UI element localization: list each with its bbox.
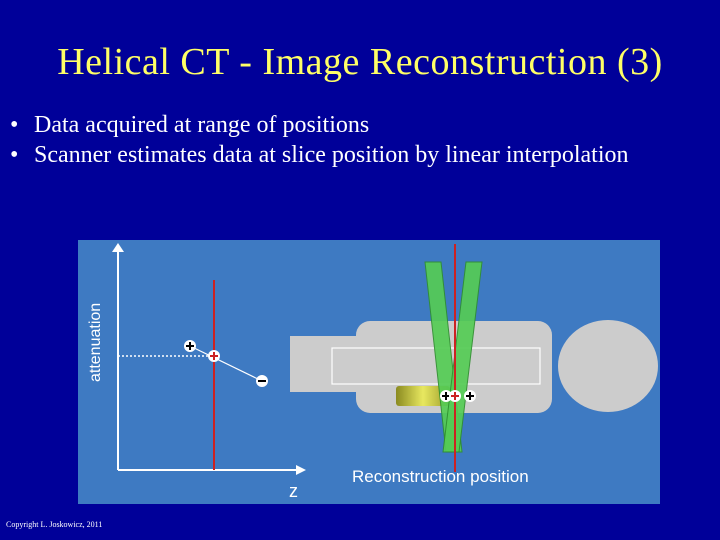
x-axis-arrow-icon	[296, 465, 306, 475]
bullet-item: • Data acquired at range of positions	[10, 110, 700, 140]
y-axis-arrow-icon	[112, 243, 124, 252]
sample-point-right	[464, 390, 476, 402]
bullet-marker: •	[10, 112, 19, 138]
slide-title: Helical CT - Image Reconstruction (3)	[57, 41, 663, 83]
bullet-list: • Data acquired at range of positions • …	[10, 110, 700, 170]
bullet-marker: •	[10, 142, 19, 168]
bullet-text: Data acquired at range of positions	[34, 112, 370, 138]
measured-point	[184, 340, 196, 352]
copyright-text: Copyright L. Joskowicz, 2011	[6, 520, 103, 529]
bullet-item: • Scanner estimates data at slice positi…	[10, 140, 700, 170]
reconstruction-figure: attenuation z Reconstruction position	[78, 240, 660, 504]
sample-point-left	[440, 390, 452, 402]
figure-canvas: attenuation z Reconstruction position	[87, 243, 658, 501]
interpolation-line	[189, 345, 263, 382]
beam-right	[442, 261, 483, 453]
reconstruction-position-label: Reconstruction position	[352, 467, 529, 486]
y-axis-label: attenuation	[87, 303, 104, 382]
sample-point-center	[449, 390, 461, 402]
bullet-text: Scanner estimates data at slice position…	[34, 142, 629, 168]
interpolated-point	[208, 350, 220, 362]
measured-point	[256, 375, 268, 387]
table-slab	[396, 386, 450, 406]
x-axis-label: z	[289, 481, 298, 501]
patient-head	[558, 320, 658, 412]
